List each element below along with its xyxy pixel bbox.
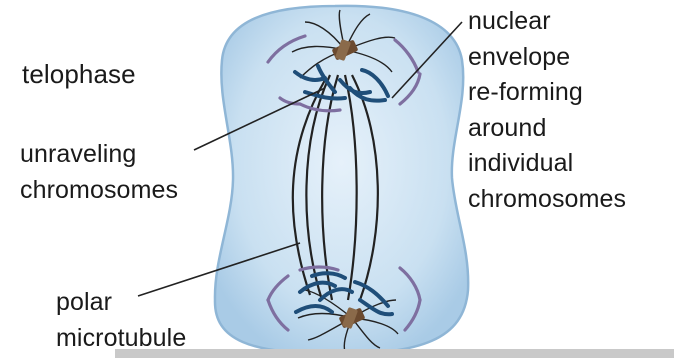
label-nuclear-envelope: nuclear envelope re-forming around indiv… — [468, 4, 626, 217]
label-unraveling-chromosomes: unraveling chromosomes — [20, 136, 178, 208]
label-polar-microtubule: polar microtubule — [56, 284, 186, 356]
diagram-title: telophase — [22, 60, 136, 88]
bottom-gray-strip — [115, 349, 674, 358]
